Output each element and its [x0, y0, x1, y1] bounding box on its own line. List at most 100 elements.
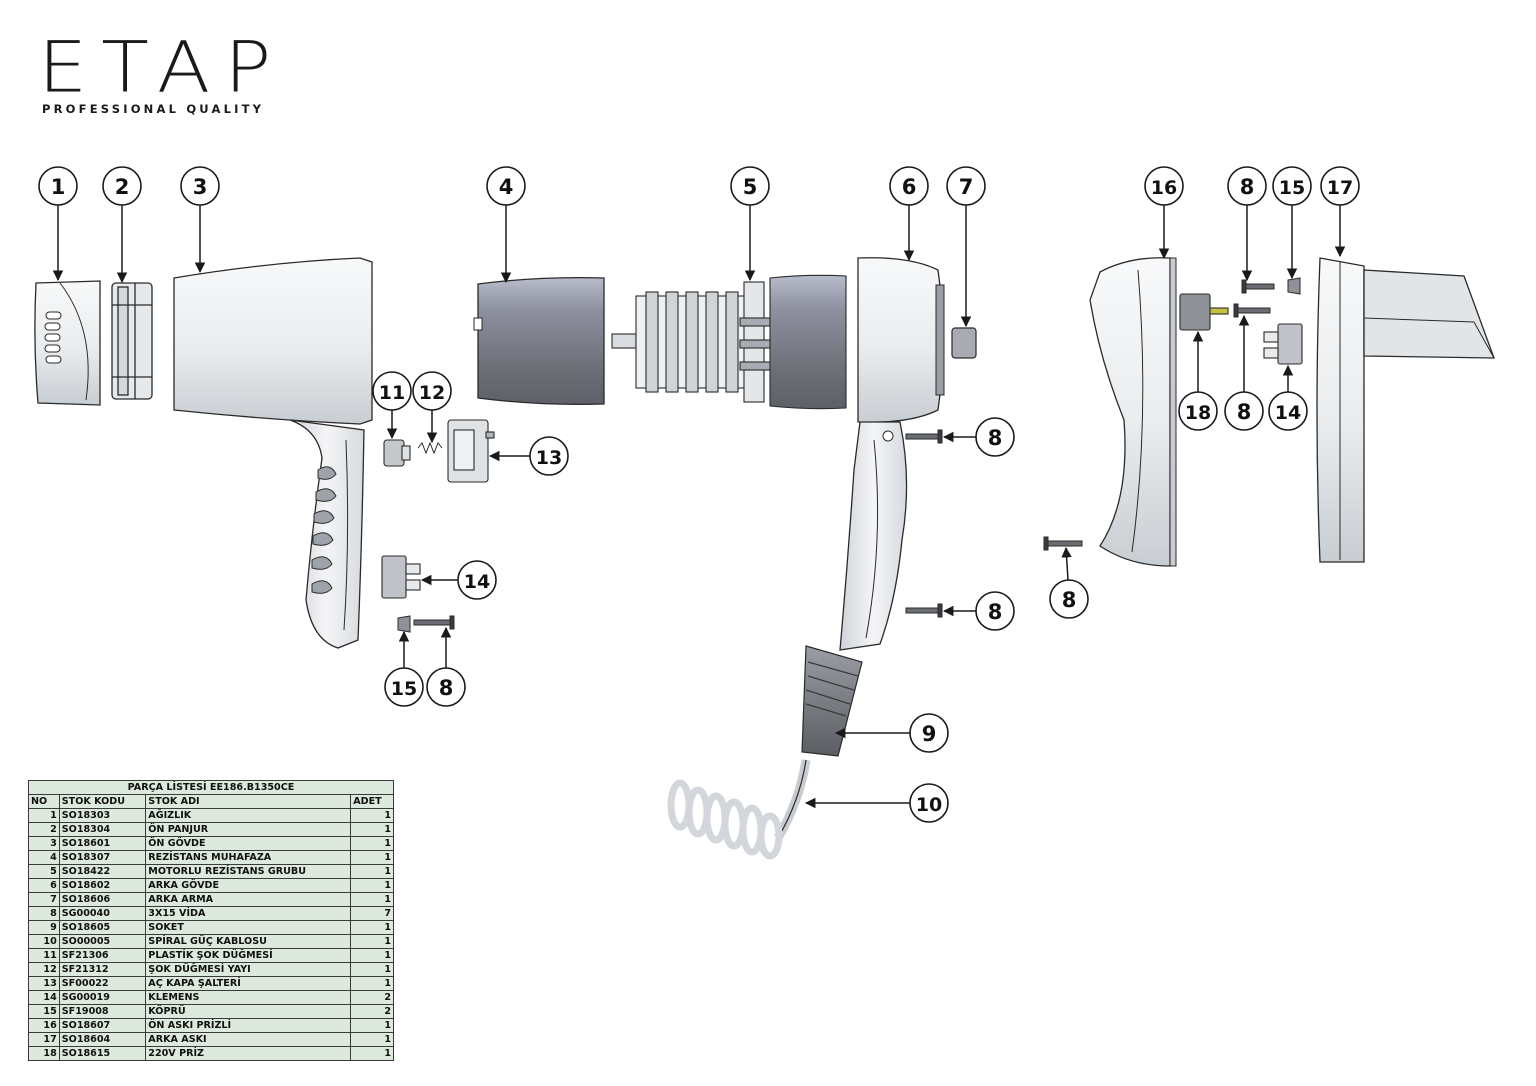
callout-8: 8 [1227, 166, 1267, 206]
callout-8: 8 [975, 417, 1015, 457]
row-no: 2 [28, 822, 60, 837]
row-no: 12 [28, 962, 60, 977]
row-quantity: 1 [350, 1046, 394, 1061]
row-stock-code: SO18601 [58, 836, 147, 851]
callout-label: 8 [988, 426, 1003, 450]
callout-7: 7 [946, 166, 986, 206]
callout-4: 4 [486, 166, 526, 206]
callout-label: 10 [916, 794, 942, 816]
row-stock-name: ŞOK DÜĞMESİ YAYI [145, 962, 352, 977]
part-socket [801, 645, 863, 757]
callout-label: 1 [51, 175, 66, 199]
row-stock-code: SO18604 [58, 1032, 147, 1047]
row-quantity: 2 [350, 1004, 394, 1019]
row-stock-name: SPİRAL GÜÇ KABLOSU [145, 934, 352, 949]
callout-2: 2 [102, 166, 142, 206]
screw [413, 615, 455, 630]
part-rear-emblem [951, 327, 977, 359]
callout-8: 8 [1049, 579, 1089, 619]
row-quantity: 1 [350, 892, 394, 907]
part-spiral-cable [667, 759, 811, 860]
row-stock-code: SO18605 [58, 920, 147, 935]
row-quantity: 1 [350, 976, 394, 991]
row-no: 13 [28, 976, 60, 991]
row-quantity: 1 [350, 864, 394, 879]
row-stock-code: SO18606 [58, 892, 147, 907]
callout-14: 14 [457, 560, 497, 600]
row-stock-code: SO18303 [58, 808, 147, 823]
callout-label: 2 [115, 175, 130, 199]
part-220v-socket [1179, 293, 1229, 331]
callout-label: 12 [419, 382, 445, 404]
row-quantity: 1 [350, 920, 394, 935]
screw [1241, 279, 1275, 294]
row-no: 1 [28, 808, 60, 823]
part-front-body [173, 257, 373, 649]
row-no: 10 [28, 934, 60, 949]
callout-12: 12 [412, 371, 452, 411]
row-stock-code: SF19008 [58, 1004, 147, 1019]
part-rear-hanger [1316, 257, 1495, 563]
part-front-grille [111, 282, 153, 400]
row-quantity: 1 [350, 836, 394, 851]
row-stock-name: KÖPRÜ [145, 1004, 352, 1019]
row-quantity: 1 [350, 808, 394, 823]
row-stock-code: SF21306 [58, 948, 147, 963]
row-no: 8 [28, 906, 60, 921]
callout-11: 11 [372, 371, 412, 411]
callout-17: 17 [1320, 166, 1360, 206]
row-stock-code: SO00005 [58, 934, 147, 949]
row-quantity: 1 [350, 1018, 394, 1033]
parts-list-title-row: PARÇA LİSTESİ EE186.B1350CE [28, 780, 394, 795]
part-terminal-left [381, 555, 421, 599]
screws [413, 279, 1275, 630]
part-shock-button [383, 439, 411, 467]
callout-8: 8 [1224, 391, 1264, 431]
callout-8: 8 [426, 667, 466, 707]
parts-list-title: PARÇA LİSTESİ EE186.B1350CE [28, 780, 394, 795]
callout-label: 4 [499, 175, 514, 199]
screw [1233, 303, 1271, 318]
row-stock-name: ÖN ASKI PRİZLİ [145, 1018, 352, 1033]
row-no: 18 [28, 1046, 60, 1061]
row-no: 15 [28, 1004, 60, 1019]
callout-label: 3 [193, 175, 208, 199]
callout-5: 5 [730, 166, 770, 206]
row-no: 6 [28, 878, 60, 893]
row-stock-name: 220V PRİZ [145, 1046, 352, 1061]
logo-wordmark: ETAP [38, 27, 286, 109]
callout-9: 9 [909, 713, 949, 753]
callout-label: 7 [959, 175, 974, 199]
row-stock-name: MOTORLU REZİSTANS GRUBU [145, 864, 352, 879]
row-quantity: 7 [350, 906, 394, 921]
header-stock-code: STOK KODU [58, 794, 147, 809]
row-stock-code: SG00019 [58, 990, 147, 1005]
row-no: 11 [28, 948, 60, 963]
callout-label: 15 [1279, 177, 1305, 199]
row-stock-code: SO18615 [58, 1046, 147, 1061]
callout-label: 8 [1062, 588, 1077, 612]
row-stock-name: ARKA GÖVDE [145, 878, 352, 893]
callout-13: 13 [529, 436, 569, 476]
part-rear-body [839, 257, 945, 651]
callout-label: 14 [1275, 402, 1301, 424]
row-stock-code: SG00040 [58, 906, 147, 921]
logo-tagline: PROFESSIONAL QUALITY [42, 102, 265, 116]
row-no: 16 [28, 1018, 60, 1033]
part-bridge-right [1287, 277, 1301, 295]
